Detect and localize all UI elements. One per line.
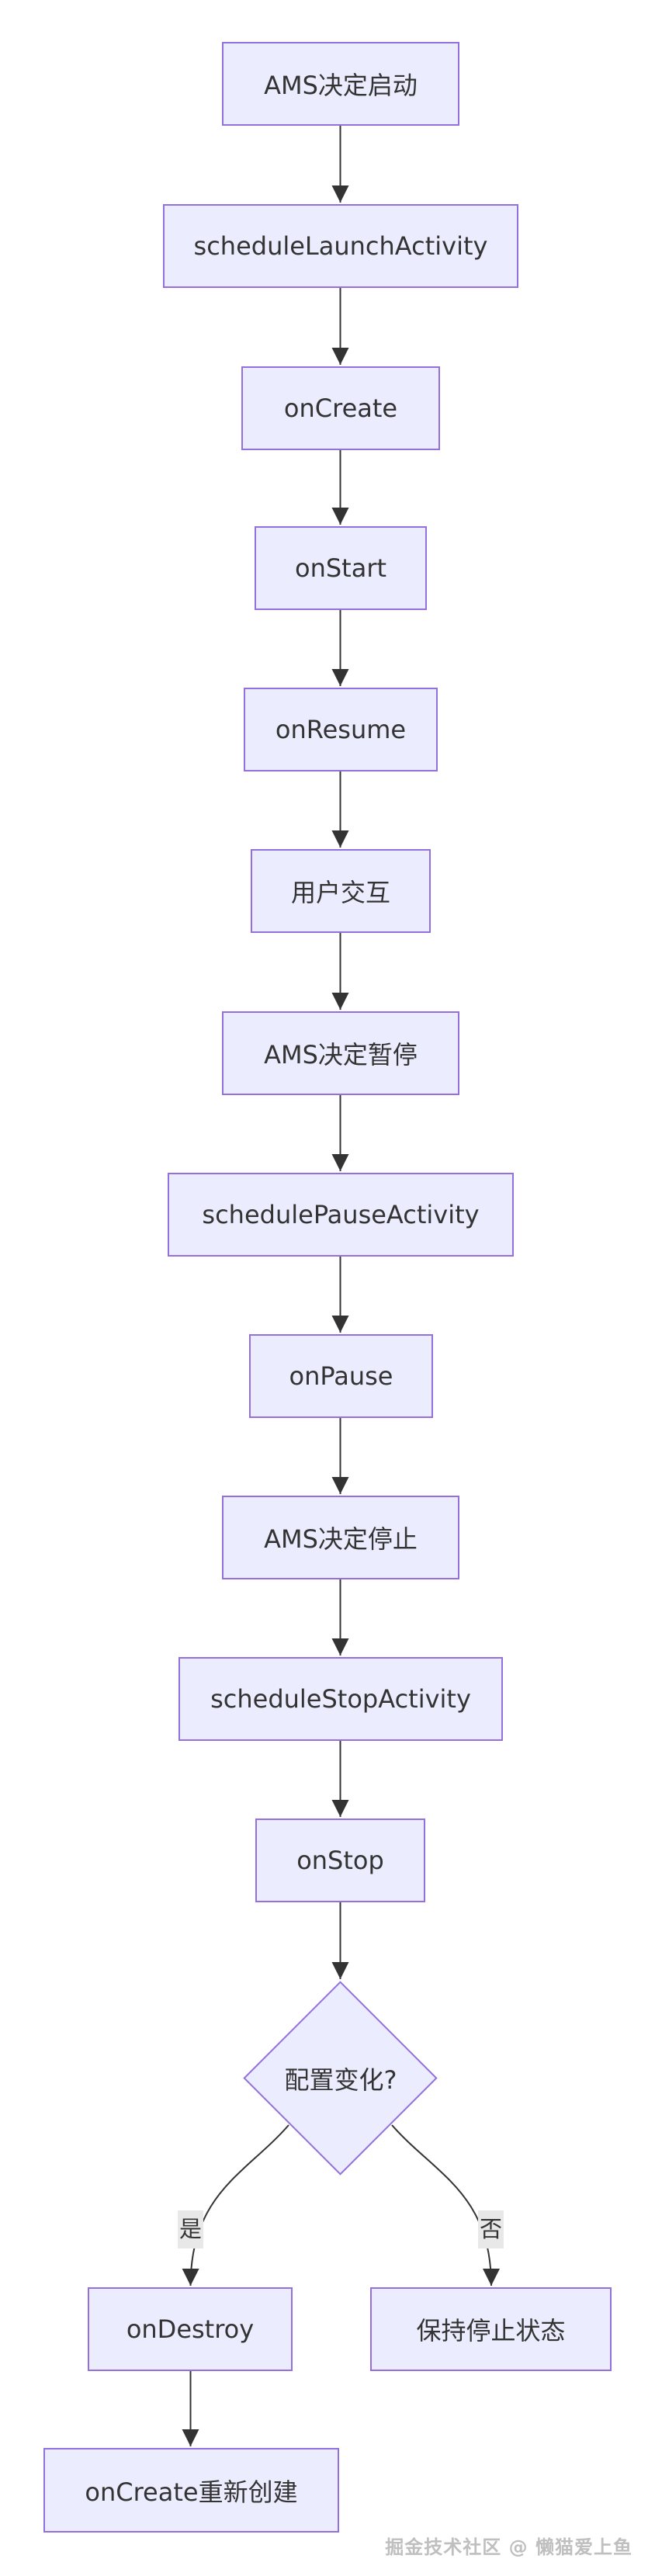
node-ams-launch: AMS决定启动 xyxy=(222,42,459,126)
node-onresume: onResume xyxy=(244,688,438,771)
edge-label-yes: 是 xyxy=(178,2210,204,2248)
node-oncreate-recreate: onCreate重新创建 xyxy=(43,2448,339,2533)
node-schedule-launch-activity: scheduleLaunchActivity xyxy=(163,204,518,288)
node-user-interaction: 用户交互 xyxy=(251,849,431,933)
node-onstart: onStart xyxy=(255,526,427,610)
node-keep-stopped: 保持停止状态 xyxy=(370,2287,612,2371)
node-onstop: onStop xyxy=(255,1818,425,1902)
node-schedule-pause-activity: schedulePauseActivity xyxy=(168,1173,514,1257)
node-onpause: onPause xyxy=(249,1334,433,1418)
edge-label-no: 否 xyxy=(478,2210,504,2248)
node-ams-stop: AMS决定停止 xyxy=(222,1496,459,1579)
edge-config-change-yes xyxy=(182,2124,289,2287)
node-ams-pause: AMS决定暂停 xyxy=(222,1011,459,1095)
decision-config-change-label: 配置变化? xyxy=(284,2065,397,2095)
node-ondestroy: onDestroy xyxy=(88,2287,293,2371)
node-oncreate: onCreate xyxy=(241,366,440,450)
node-schedule-stop-activity: scheduleStopActivity xyxy=(178,1657,503,1741)
watermark: 掘金技术社区 @ 懒猫爱上鱼 xyxy=(385,2536,632,2558)
edge-config-change-no xyxy=(391,2124,500,2287)
